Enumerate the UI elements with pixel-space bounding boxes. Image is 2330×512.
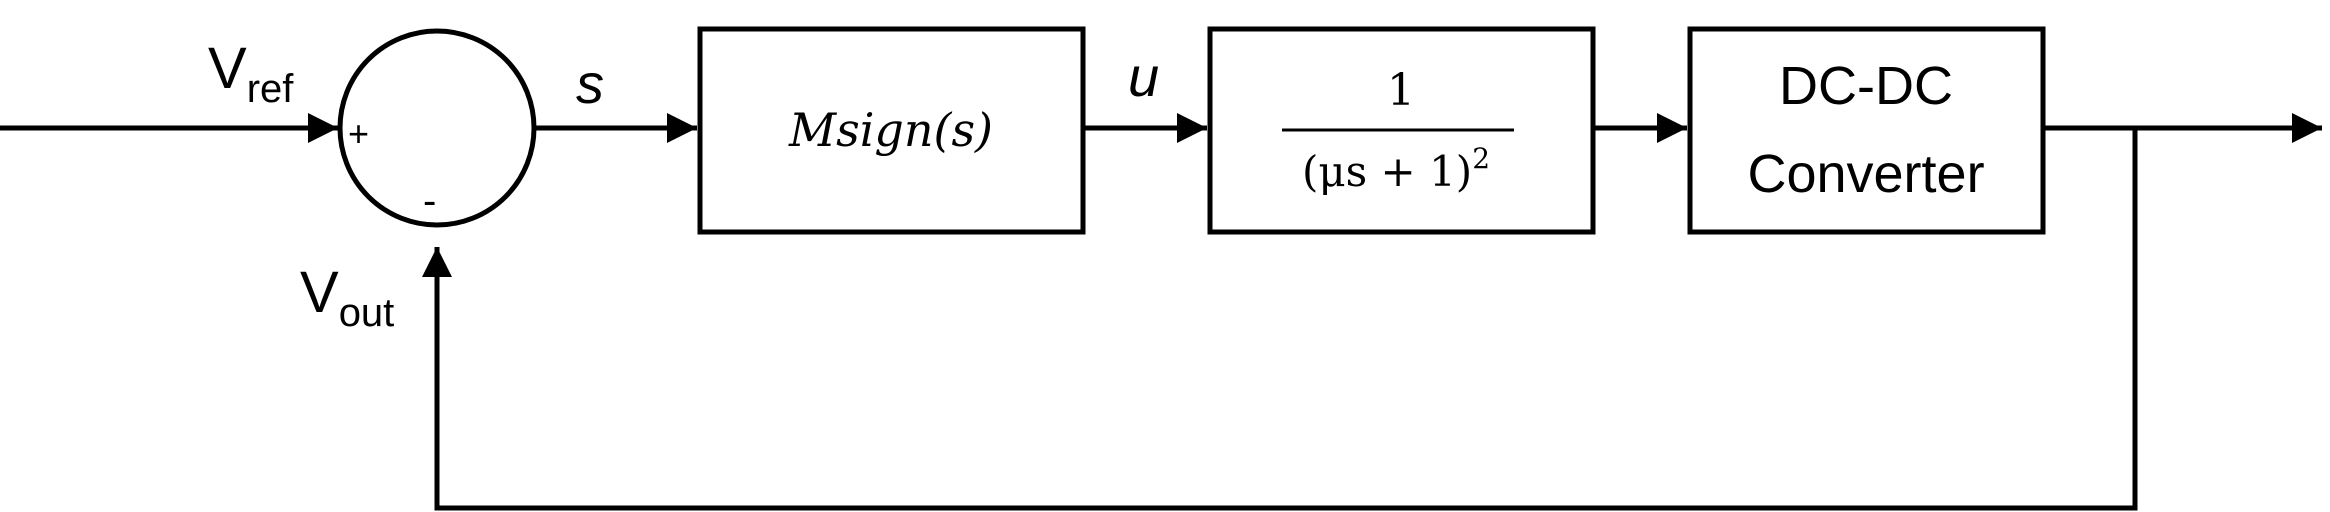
summing-junction <box>337 28 537 228</box>
filter-numerator: 1 <box>1387 65 1415 116</box>
controller-label: Msign(s) <box>788 103 993 157</box>
reference-signal-label: Vref <box>208 36 294 111</box>
error-signal-label: s <box>576 52 604 115</box>
minus-sign: - <box>423 179 436 223</box>
plus-sign: + <box>348 113 369 154</box>
control-signal-label: u <box>1128 45 1159 108</box>
converter-label-line1: DC-DC <box>1779 56 1953 116</box>
filter-denominator: (μs + 1)2 <box>1302 142 1490 196</box>
output-feedback-label: Vout <box>300 260 394 335</box>
feedback-path-line <box>422 128 2138 511</box>
converter-label-line2: Converter <box>1747 144 1984 204</box>
